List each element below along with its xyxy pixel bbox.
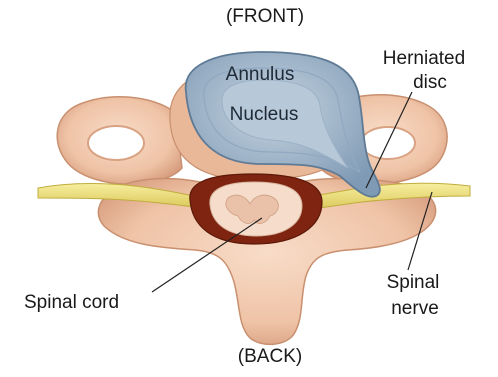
nucleus-label: Nucleus	[216, 104, 312, 125]
left-foramen	[88, 126, 144, 160]
herniated-disc-label-line2: disc	[398, 72, 462, 93]
spinal-nerve-label-line2: nerve	[374, 298, 456, 319]
spinal-cord-label: Spinal cord	[24, 292, 174, 313]
back-label: (BACK)	[222, 346, 318, 367]
annulus-label: Annulus	[212, 64, 308, 85]
front-label: (FRONT)	[210, 6, 320, 27]
herniated-disc-label-line1: Herniated	[368, 48, 480, 69]
spinal-nerve-label-line1: Spinal	[368, 272, 458, 293]
